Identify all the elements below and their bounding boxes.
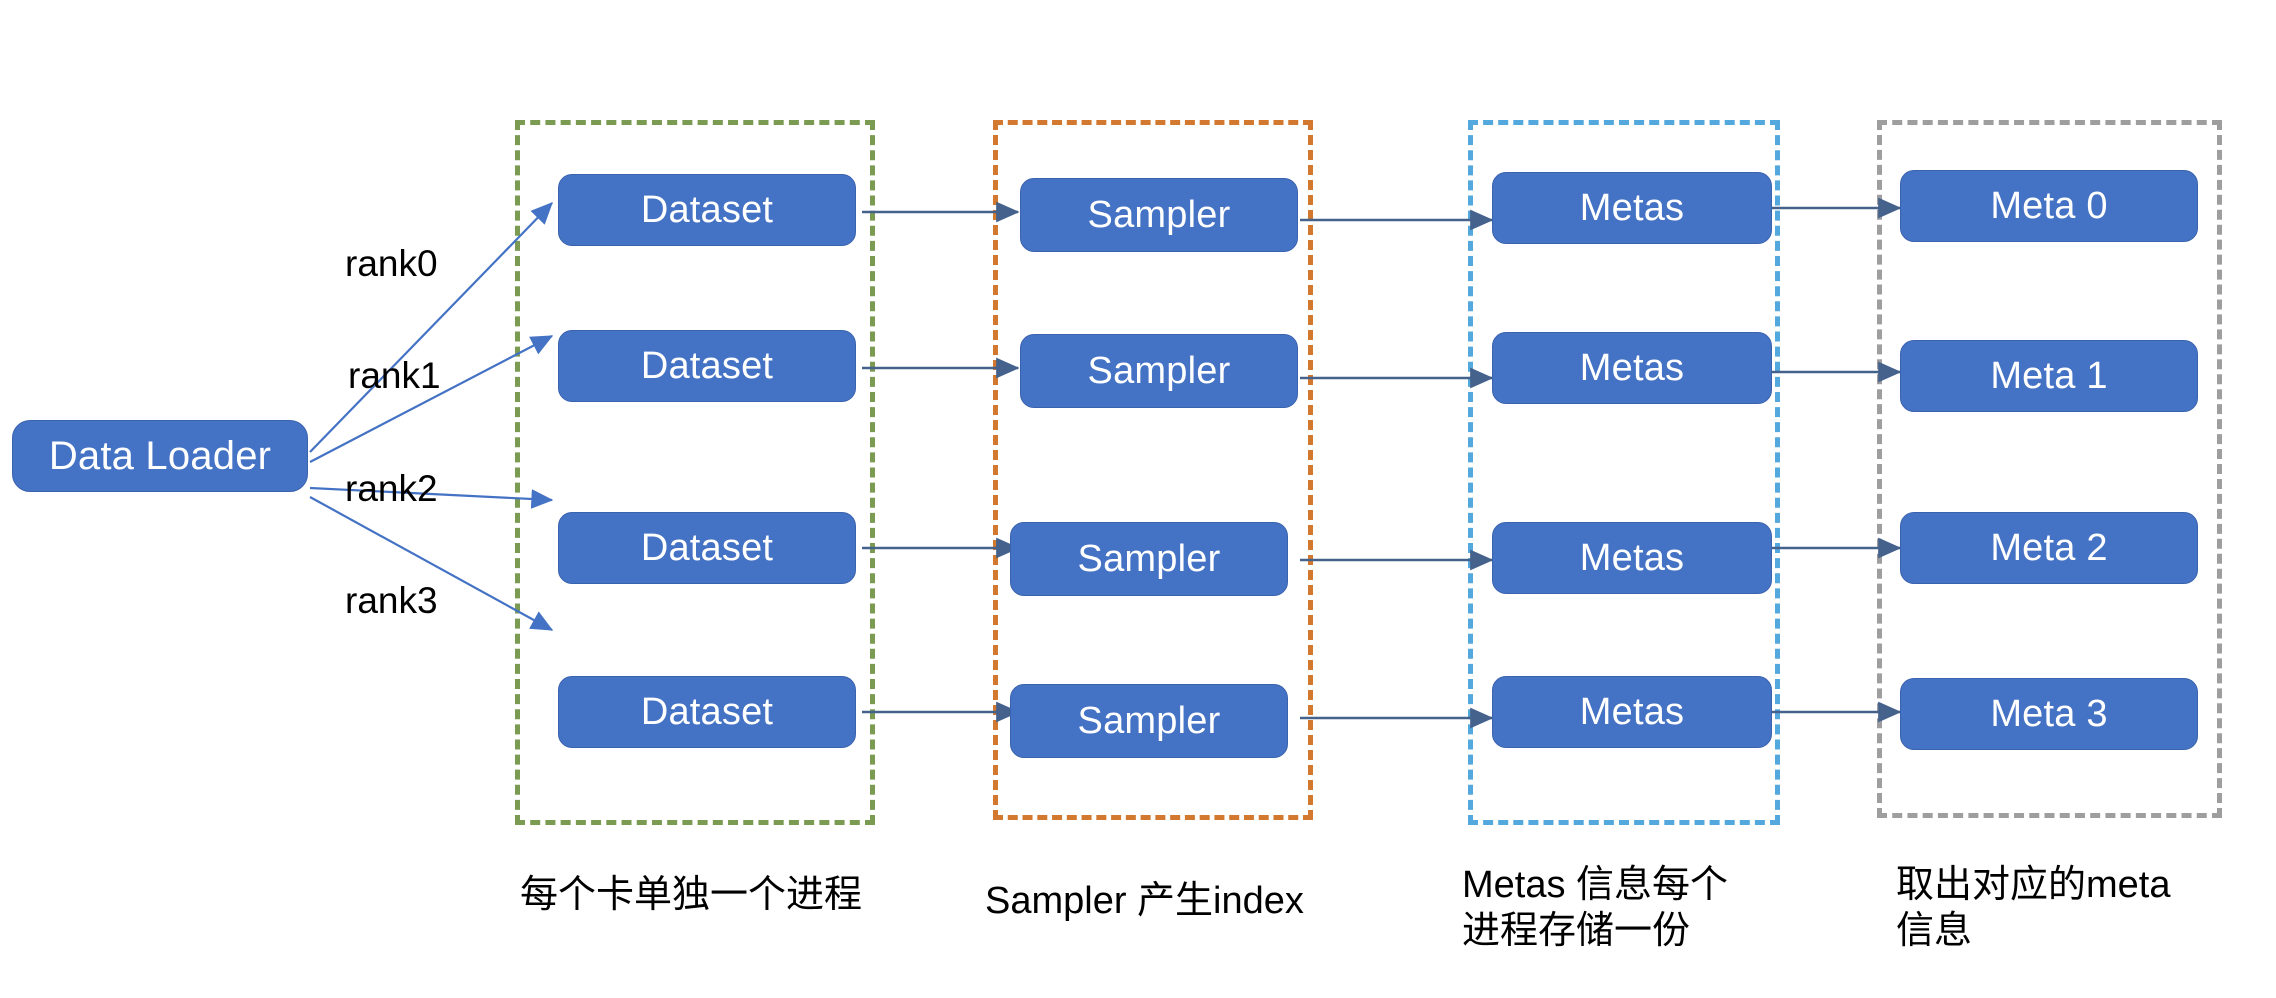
- node-metas-2[interactable]: Metas: [1492, 522, 1772, 594]
- node-dataset-2[interactable]: Dataset: [558, 512, 856, 584]
- node-metas-1[interactable]: Metas: [1492, 332, 1772, 404]
- node-dataset-3[interactable]: Dataset: [558, 676, 856, 748]
- caption-metas: Metas 信息每个 进程存储一份: [1462, 864, 1729, 953]
- node-sampler-2[interactable]: Sampler: [1010, 522, 1288, 596]
- node-meta-3[interactable]: Meta 3: [1900, 678, 2198, 750]
- node-dataset-0[interactable]: Dataset: [558, 174, 856, 246]
- node-sampler-3[interactable]: Sampler: [1010, 684, 1288, 758]
- group-meta: [1877, 120, 2222, 818]
- group-metas: [1468, 120, 1780, 825]
- caption-sampler: Sampler 产生index: [985, 880, 1304, 922]
- node-sampler-1[interactable]: Sampler: [1020, 334, 1298, 408]
- caption-dataset: 每个卡单独一个进程: [520, 874, 863, 916]
- edge-label-rank3: rank3: [345, 580, 438, 621]
- group-sampler: [993, 120, 1313, 820]
- node-dataset-1[interactable]: Dataset: [558, 330, 856, 402]
- node-metas-3[interactable]: Metas: [1492, 676, 1772, 748]
- node-meta-2[interactable]: Meta 2: [1900, 512, 2198, 584]
- caption-meta: 取出对应的meta 信息: [1896, 864, 2171, 953]
- edge-label-rank0: rank0: [345, 243, 438, 284]
- node-metas-0[interactable]: Metas: [1492, 172, 1772, 244]
- node-data-loader[interactable]: Data Loader: [12, 420, 308, 492]
- edge-label-rank2: rank2: [345, 468, 438, 509]
- node-sampler-0[interactable]: Sampler: [1020, 178, 1298, 252]
- node-meta-1[interactable]: Meta 1: [1900, 340, 2198, 412]
- edge-label-rank1: rank1: [348, 355, 441, 396]
- group-dataset: [515, 120, 875, 825]
- node-meta-0[interactable]: Meta 0: [1900, 170, 2198, 242]
